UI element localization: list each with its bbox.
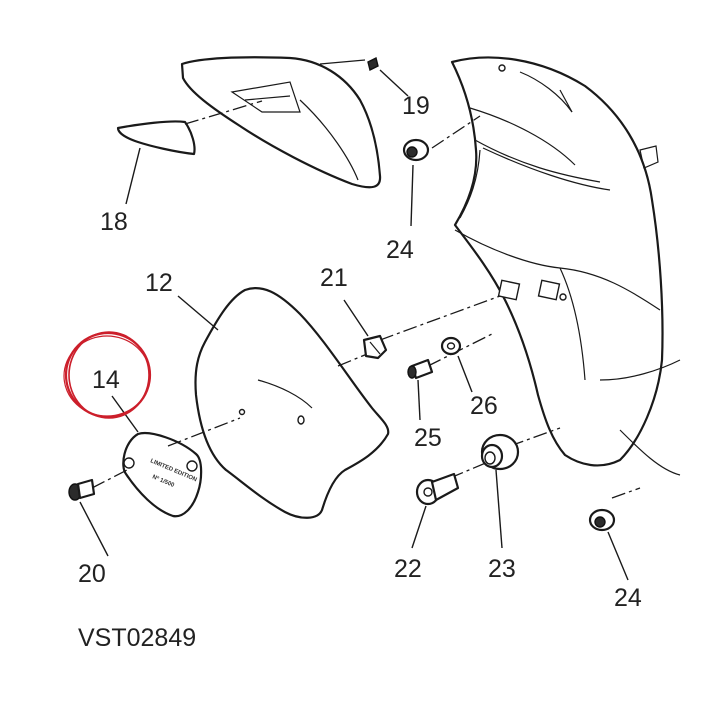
label-23: 23	[488, 555, 516, 583]
label-24-lower: 24	[614, 584, 642, 612]
part-21-clip	[362, 334, 388, 360]
drawing-code: VST02849	[78, 624, 196, 652]
label-24-upper: 24	[386, 236, 414, 264]
part-23-bushing	[480, 433, 520, 471]
part-20-screw	[68, 478, 96, 501]
part-26-washer	[440, 336, 462, 356]
label-21: 21	[320, 264, 348, 292]
label-18: 18	[100, 208, 128, 236]
label-22: 22	[394, 555, 422, 583]
part-24-grommet-lower	[588, 508, 616, 532]
label-26: 26	[470, 392, 498, 420]
label-14: 14	[92, 366, 120, 394]
label-20: 20	[78, 560, 106, 588]
main-fairing-body	[450, 56, 664, 467]
part-18-wedge	[116, 100, 263, 156]
label-19: 19	[402, 92, 430, 120]
upper-fairing-piece	[180, 56, 382, 189]
label-25: 25	[414, 424, 442, 452]
part-14-edition-plate: LIMITED EDITION Nº 1/500	[122, 432, 203, 518]
part-22-bolt	[415, 472, 460, 506]
part-labels: 18 19 24 12 21 14 26 25 20 22 23 24	[78, 92, 642, 612]
label-12: 12	[145, 269, 173, 297]
part-25-screw	[407, 358, 434, 380]
part-14-highlight-circle	[63, 331, 152, 419]
side-panel-lower	[599, 359, 681, 476]
part-24-grommet-upper	[402, 138, 430, 162]
part-19-screw	[367, 56, 379, 72]
leader-lines	[79, 69, 629, 581]
